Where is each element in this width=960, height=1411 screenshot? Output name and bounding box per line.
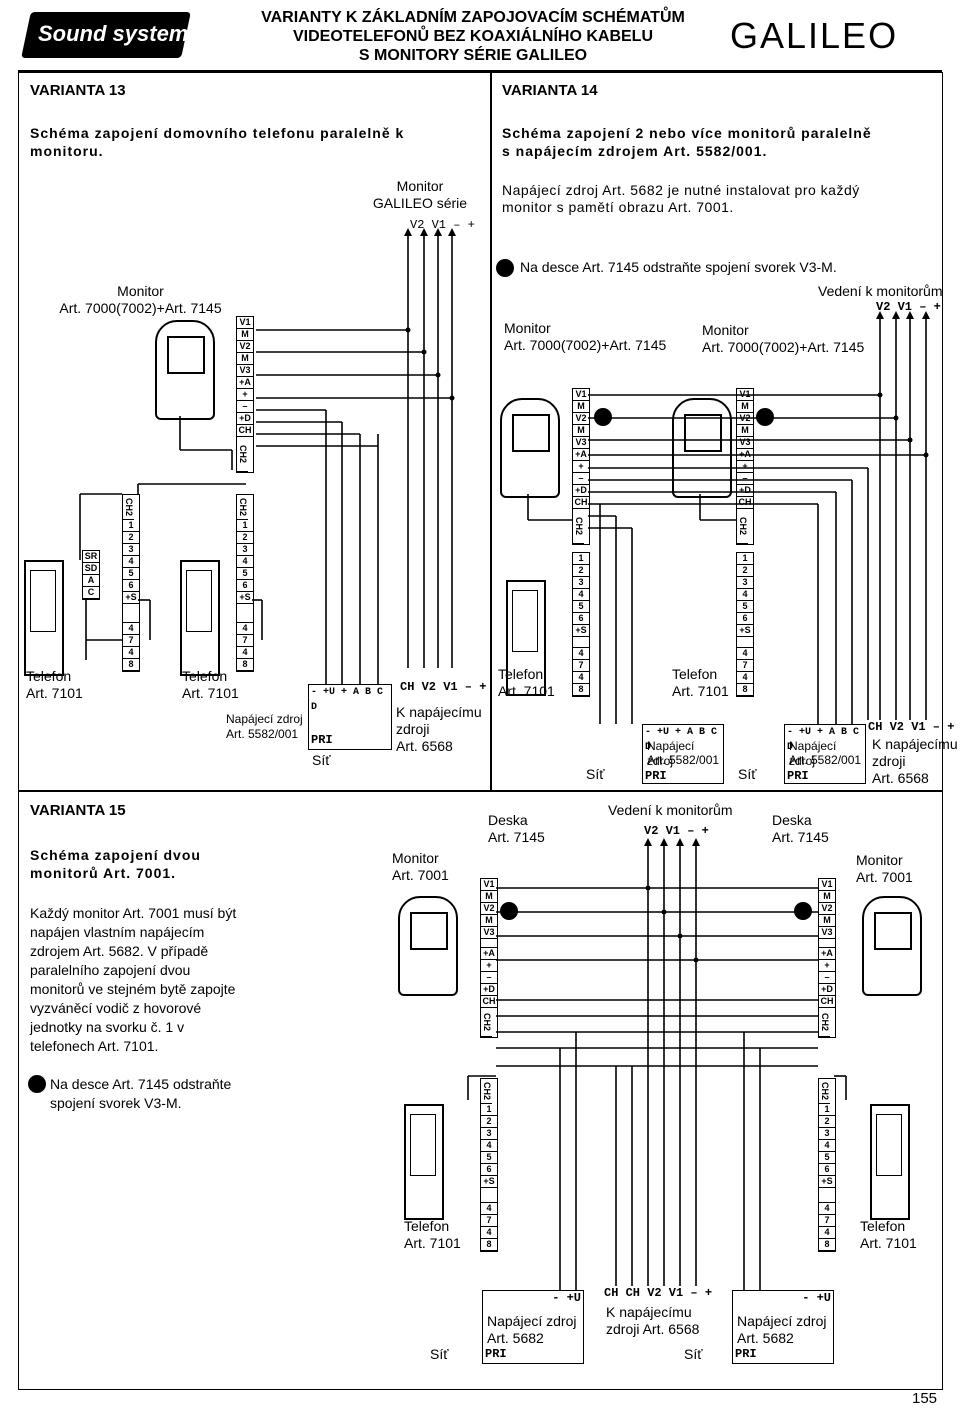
v14-psuA: - +U + A B C D Napájecí zdroj Art. 5582/… — [642, 724, 724, 784]
v15-bulletA-icon — [500, 902, 518, 920]
v13-psu: - +U + A B C D PRI — [308, 684, 392, 750]
v13-monitor — [155, 320, 215, 420]
v14-bulletA-icon — [594, 408, 612, 426]
v13-telefon1 — [24, 560, 64, 676]
galileo-logo: GALILEO — [730, 15, 899, 56]
frame-v15 — [18, 790, 943, 1390]
v14-desc: Schéma zapojení 2 nebo více monitorů par… — [502, 125, 872, 159]
v14-psuB: - +U + A B C D Napájecí zdroj Art. 5582/… — [784, 724, 866, 784]
v15-bulletB-icon — [794, 902, 812, 920]
v15-terms-top: V2 V1 – + — [644, 824, 709, 838]
v13-terms-top: V2 V1 – + — [410, 218, 475, 232]
v15-desc: Schéma zapojení dvou monitorů Art. 7001. — [30, 847, 201, 881]
v15-monitorB — [862, 896, 922, 996]
soundsystem-logo: Sound system — [21, 12, 196, 60]
v15-monitorA — [398, 896, 458, 996]
v15-telefonA — [404, 1104, 444, 1220]
v14-bullet: Na desce Art. 7145 odstraňte spojení svo… — [520, 259, 837, 275]
v13-title: VARIANTA 13 — [30, 82, 126, 99]
v14-bullet-icon — [496, 259, 514, 277]
v13-terms-bottom: CH V2 V1 – + — [400, 680, 487, 694]
v14-title: VARIANTA 14 — [502, 82, 598, 99]
header-rule — [18, 70, 942, 72]
v15-bullet: Na desce Art. 7145 odstraňte spojení svo… — [50, 1076, 232, 1111]
frame-v14 — [490, 72, 943, 792]
v13-sit: Síť — [312, 752, 331, 768]
v15-para: Každý monitor Art. 7001 musí být napájen… — [30, 905, 237, 1054]
v13-telefon2 — [180, 560, 220, 676]
v15-sitA: Síť — [430, 1346, 449, 1362]
v15-psuA: - +U Napájecí zdroj Art. 5682 PRI — [482, 1290, 584, 1364]
v15-vedeni: Vedení k monitorům — [608, 802, 733, 818]
v14-vedeni: Vedení k monitorům — [818, 283, 943, 299]
v14-bulletB-icon — [756, 408, 774, 426]
v14-terms-bottom: CH V2 V1 – + — [868, 720, 955, 734]
v14-sitA: Síť — [586, 766, 605, 782]
v15-title: VARIANTA 15 — [30, 802, 126, 819]
v14-telefonA — [506, 580, 546, 696]
v15-terms-bottom: CH CH V2 V1 – + — [604, 1286, 713, 1300]
v15-telefonB — [870, 1104, 910, 1220]
v14-sitB: Síť — [738, 766, 757, 782]
page-number: 155 — [912, 1390, 938, 1407]
v13-desc: Schéma zapojení domovního telefonu paral… — [30, 125, 405, 159]
header: Sound system VARIANTY K ZÁKLADNÍM ZAPOJO… — [0, 0, 960, 70]
v14-terms-top: V2 V1 – + — [876, 300, 941, 314]
v14-monitorA — [500, 398, 560, 498]
v14-note: Napájecí zdroj Art. 5682 je nutné instal… — [502, 182, 860, 215]
v15-psuB: - +U Napájecí zdroj Art. 5682 PRI — [732, 1290, 834, 1364]
v15-sitB: Síť — [684, 1346, 703, 1362]
v14-monitorB — [672, 398, 732, 498]
header-title: VARIANTY K ZÁKLADNÍM ZAPOJOVACÍM SCHÉMAT… — [261, 9, 685, 64]
frame-v13 — [18, 72, 492, 792]
v15-bullet-icon — [28, 1075, 46, 1093]
